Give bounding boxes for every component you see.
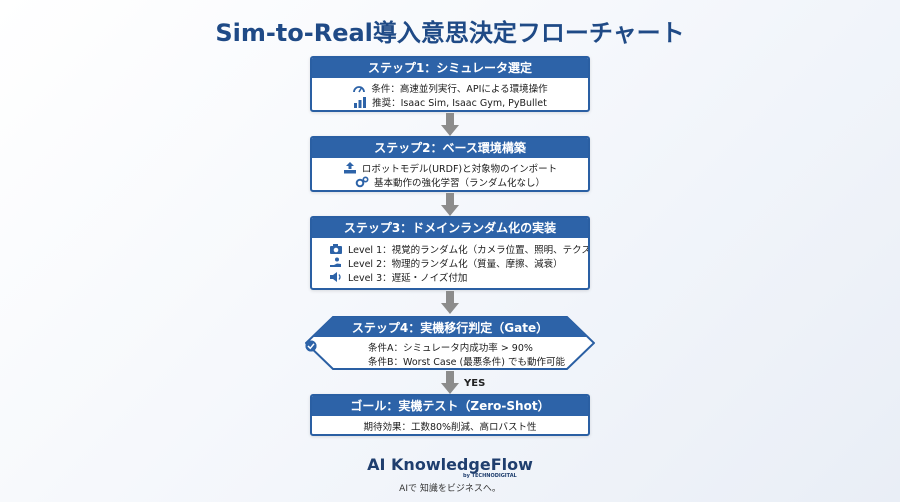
speedometer-icon [352,82,366,94]
step2-line-1-text: ロボットモデル(URDF)と対象物のインポート [361,164,558,175]
step4-line-1: 条件A：シミュレータ内成功率 > 90% [305,340,595,354]
check-circle-icon [305,340,363,367]
brand-tagline: AIで 知識をビジネスへ。 [399,484,501,494]
speaker-icon [329,271,343,283]
brand-logo-text: AI KnowledgeFlow [367,455,533,474]
goal-header: ゴール：実機テスト（Zero-Shot） [312,396,588,416]
step1-line-2-text: 推奨：Isaac Sim, Isaac Gym, PyBullet [372,98,547,109]
step3-line-3-text: Level 3：遅延・ノイズ付加 [348,273,468,284]
arrow-3-icon [441,291,459,319]
arrow-4-icon [441,371,459,399]
gears-icon [355,176,369,188]
step1-line-2: 推奨：Isaac Sim, Isaac Gym, PyBullet [322,95,578,109]
physics-hand-icon [329,257,343,269]
step1-line-1-text: 条件：高速並列実行、APIによる環境操作 [371,84,548,95]
goal-box: ゴール：実機テスト（Zero-Shot） 期待効果：工数80%削減、高ロバスト性 [310,394,590,436]
step3-line-2-text: Level 2：物理的ランダム化（質量、摩擦、減衰） [348,259,563,270]
gate-shape [305,316,595,370]
camera-icon [329,243,343,255]
step1-header: ステップ1：シミュレータ選定 [312,58,588,78]
step3-line-1-text: Level 1：視覚的ランダム化（カメラ位置、照明、テクスチャ） [348,245,590,256]
step4-line-2: 条件B：Worst Case (最悪条件) でも動作可能 [305,340,595,368]
step2-line-1: ロボットモデル(URDF)と対象物のインポート [322,161,578,175]
import-icon [343,162,357,174]
step2-header: ステップ2：ベース環境構築 [312,138,588,158]
step4-gate: ステップ4：実機移行判定（Gate） 条件A：シミュレータ内成功率 > 90% … [305,316,595,370]
step1-box: ステップ1：シミュレータ選定 条件：高速並列実行、APIによる環境操作 推奨：I… [310,56,590,112]
step3-line-1: Level 1：視覚的ランダム化（カメラ位置、照明、テクスチャ） [322,242,588,256]
step2-line-2-text: 基本動作の強化学習（ランダム化なし） [373,178,545,189]
step3-line-3: Level 3：遅延・ノイズ付加 [322,270,578,284]
brand-by-text: by TECHNODIGITAL [463,473,517,479]
step3-header: ステップ3：ドメインランダム化の実装 [312,218,588,238]
yes-label: YES [464,378,486,389]
bar-chart-icon [353,96,367,108]
step4-line-1-text: 条件A：シミュレータ内成功率 > 90% [368,343,533,354]
step2-line-2: 基本動作の強化学習（ランダム化なし） [322,175,578,189]
step3-line-2: Level 2：物理的ランダム化（質量、摩擦、減衰） [322,256,578,270]
arrow-2-icon [441,193,459,221]
step2-box: ステップ2：ベース環境構築 ロボットモデル(URDF)と対象物のインポート 基本… [310,136,590,192]
step3-box: ステップ3：ドメインランダム化の実装 Level 1：視覚的ランダム化（カメラ位… [310,216,590,290]
check-circle-icon [305,340,363,353]
step1-line-1: 条件：高速並列実行、APIによる環境操作 [322,81,578,95]
step4-line-2-text: 条件B：Worst Case (最悪条件) でも動作可能 [368,357,565,368]
step4-header: ステップ4：実機移行判定（Gate） [351,321,549,335]
goal-line-1: 期待効果：工数80%削減、高ロバスト性 [363,422,537,433]
arrow-1-icon [441,113,459,141]
flowchart-title: Sim-to-Real導入意思決定フローチャート [215,19,685,47]
